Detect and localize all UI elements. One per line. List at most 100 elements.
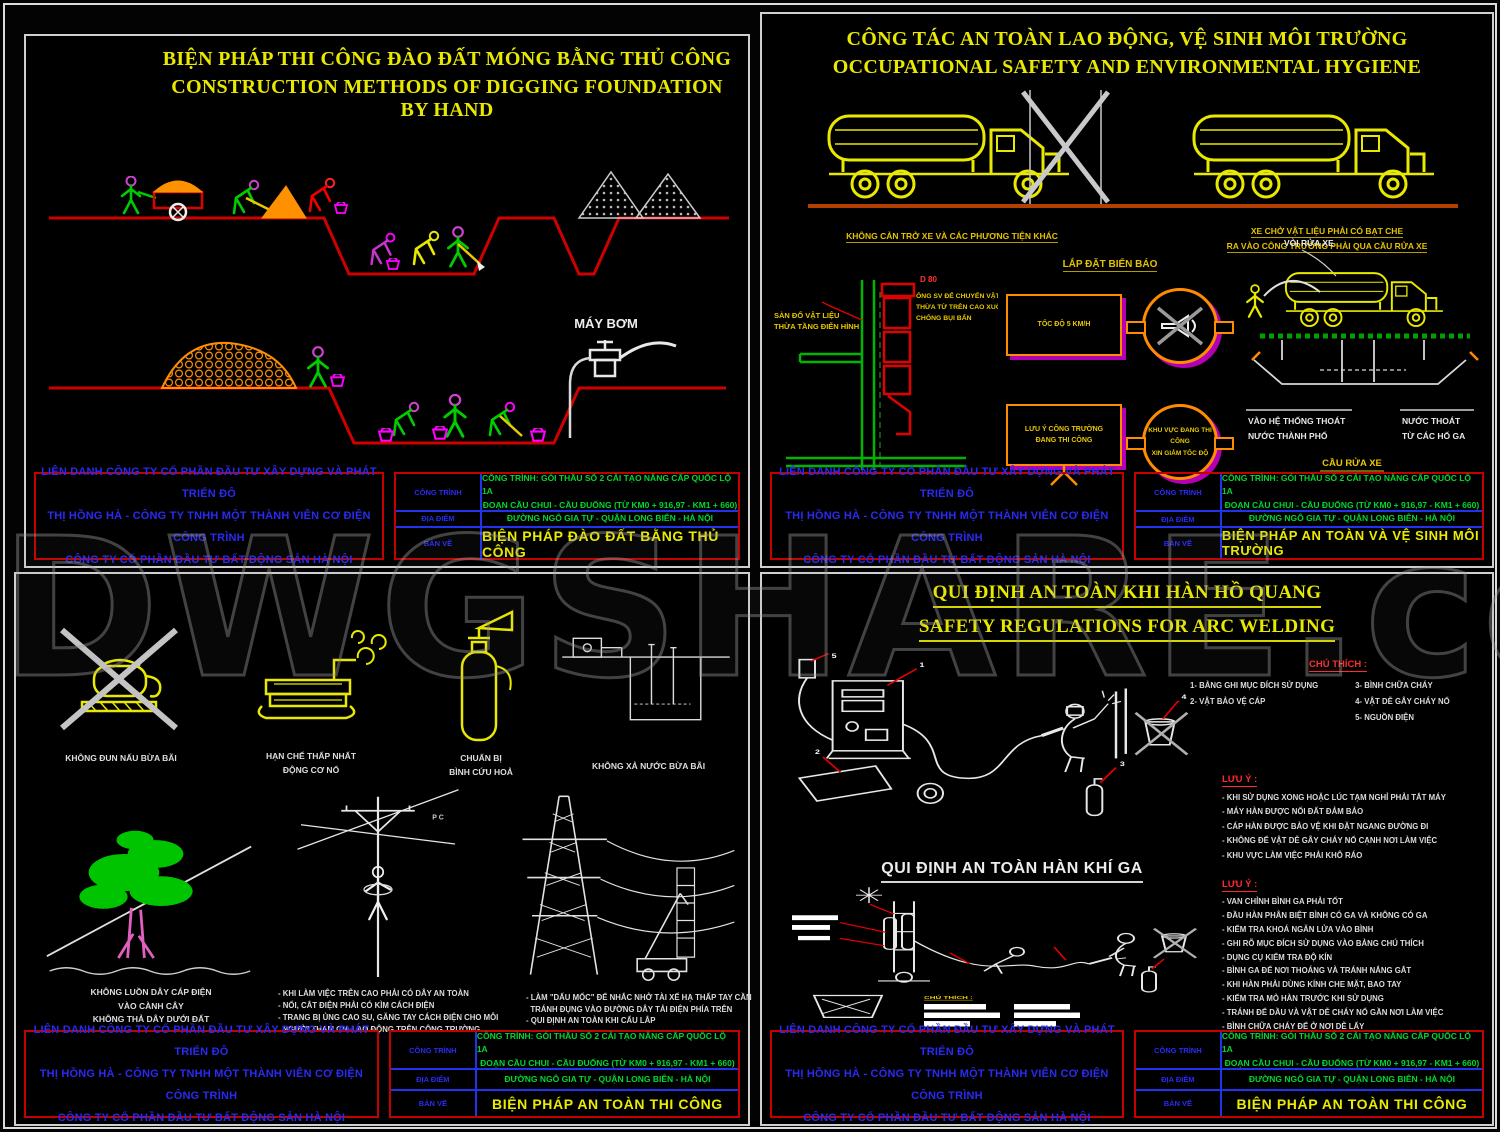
arc-notes: - KHI SỬ DỤNG XONG HOẶC LÚC TẠM NGHỈ PHẢ… [1222,791,1487,863]
drain-left-2: NƯỚC THÀNH PHỐ [1248,430,1328,441]
company-box: LIÊN DANH CÔNG TY CỔ PHẦN ĐẦU TƯ XÂY DỰN… [24,1024,379,1124]
title-block: LIÊN DANH CÔNG TY CỔ PHẦN ĐẦU TƯ XÂY DỰN… [34,466,740,566]
panel-welding-safety: QUI ĐỊNH AN TOÀN KHI HÀN HỒ QUANG SAFETY… [760,572,1494,1126]
drawing-info-box: CÔNG TRÌNH CÔNG TRÌNH: GÓI THẦU SỐ 2 CẢI… [1133,472,1484,560]
signs-heading: LẮP ĐẶT BIỂN BÁO [1062,259,1158,272]
drawing-title: BIỆN PHÁP ĐÀO ĐẤT BẰNG THỦ CÔNG [481,527,719,560]
company-line: CÔNG TY CỔ PHẦN ĐẦU TƯ BẤT ĐỘNG SẢN HÀ N… [803,1112,1091,1124]
prohibition-x-icon [1021,90,1110,204]
project-name: CÔNG TRÌNH: GÓI THẦU SỐ 2 CẢI TẠO NÂNG C… [476,1030,727,1055]
wheel-wash-detail: VÒI RỬA XE VÀO HỆ THỐNG THOÁT NƯỚC THÀNH… [1246,237,1479,472]
field-label: ĐỊA ĐIỂM [396,512,482,526]
utility-pole-illustration: P C [297,789,459,977]
panel1-title-vi: BIỆN PHÁP THI CÔNG ĐÀO ĐẤT MÓNG BẰNG THỦ… [162,48,732,70]
worker-shoveling [232,179,307,219]
note-line: - VAN CHỈNH BÌNH GA PHẢI TỐT [1222,897,1343,906]
drawing-info-box: CÔNG TRÌNH CÔNG TRÌNH: GÓI THẦU SỐ 2 CẢI… [1133,1030,1484,1118]
pump-label: MÁY BƠM [574,316,638,331]
project-location: ĐƯỜNG NGÔ GIA TỰ - QUẬN LONG BIÊN - HÀ N… [1248,513,1455,524]
drain-labels: VÀO HỆ THỐNG THOÁT NƯỚC THÀNH PHỐ NƯỚC T… [1246,409,1474,441]
worker-pulling-cart [120,176,204,222]
notes-heading: LƯU Ý : [1222,774,1258,787]
panel2-title-vi: CÔNG TÁC AN TOÀN LAO ĐỘNG, VỆ SINH MÔI T… [846,28,1408,50]
project-location: ĐƯỜNG NGÔ GIA TỰ - QUẬN LONG BIÊN - HÀ N… [504,1073,711,1084]
bucket [334,202,348,214]
lineman-figure [363,865,393,921]
company-box: LIÊN DANH CÔNG TY CỔ PHẦN ĐẦU TƯ XÂY DỰN… [770,466,1124,566]
fire-extinguisher-icon [460,610,514,742]
field-label: CÔNG TRÌNH [391,1032,477,1068]
tree-canopy [79,830,193,909]
horn-prohibition-icon [1156,306,1204,346]
panel4-title-en-wrap: SAFETY REGULATIONS FOR ARC WELDING [762,616,1492,642]
legend-heading: CHÚ THÍCH : [1308,659,1368,672]
legend-item: 2- VẬT BẢO VỆ CÁP [1190,696,1266,706]
title-block: LIÊN DANH CÔNG TY CỔ PHẦN ĐẦU TƯ XÂY DỰN… [770,466,1484,566]
arc-welding-illustration: 1 2 3 4 5 [797,652,1189,817]
title-block: LIÊN DANH CÔNG TY CỔ PHẦN ĐẦU TƯ XÂY DỰN… [770,1024,1484,1124]
drain-left-1: VÀO HỆ THỐNG THOÁT [1248,415,1346,426]
drain-right-2: TỪ CÁC HỐ GA [1402,430,1465,441]
note-line: NGƯỜI THAM GIA LAO ĐỘNG TRÊN CÔNG TRƯỜNG [278,1025,481,1035]
chute-left-label-1: SÀN ĐỔ VẬT LIỆU [774,311,839,320]
field-label: BẢN VẼ [1136,1091,1222,1116]
field-label: CÔNG TRÌNH [1136,474,1222,510]
truck-on-wash [1284,272,1444,328]
company-line: THỊ HỒNG HÀ - CÔNG TY TNHH MỘT THÀNH VIÊ… [785,1068,1109,1102]
ground-line-2 [49,386,726,445]
drawing-info-box: CÔNG TRÌNH CÔNG TRÌNH: GÓI THẦU SỐ 2 CẢI… [388,1030,740,1118]
project-name: CÔNG TRÌNH: GÓI THẦU SỐ 2 CẢI TẠO NÂNG C… [481,472,732,497]
field-label: BẢN VẼ [391,1091,477,1116]
field-label: ĐỊA ĐIỂM [1136,512,1222,526]
company-line: LIÊN DANH CÔNG TY CỔ PHẦN ĐẦU TƯ XÂY DỰN… [33,1024,370,1058]
no-cooking-caption: KHÔNG ĐUN NẤU BỪA BÃI [65,753,177,763]
project-name-2: ĐOẠN CẦU CHUI - CẦU ĐUỐNG (TỪ KM0 + 916,… [1224,499,1480,510]
water-pump [568,340,677,438]
note-line: - NỐI, CẮT ĐIỆN PHẢI CÓ KÌM CÁCH ĐIỆN [278,1001,435,1011]
chute-right-label-3: CHỐNG BỤI BẨN [916,312,972,322]
svg-text:1: 1 [920,661,926,669]
gas-legend-bars [924,1004,1080,1027]
pole-wire-label: P C [432,815,444,822]
washer-figure [1246,279,1321,318]
truck-right-caption: XE CHỞ VẬT LIỆU PHẢI CÓ BẠT CHE RA VÀO C… [1226,226,1428,254]
truck-left-caption: KHÔNG CẢN TRỞ XE VÀ CÁC PHƯƠNG TIỆN KHÁC [846,231,1058,243]
chute-right-label-2: THỪA TỪ TRÊN CAO XUỐNG [916,301,998,311]
title-block: LIÊN DANH CÔNG TY CỔ PHẦN ĐẦU TƯ XÂY DỰN… [24,1024,740,1124]
arc-notes-block: LƯU Ý : - KHI SỬ DỤNG XONG HOẶC LÚC TẠM … [1222,769,1487,863]
ground-squiggle [49,967,251,975]
prohibition-x-icon [1152,928,1198,959]
note-line: - KHÔNG ĐỂ VẬT DỄ GÂY CHÁY NỔ CẠNH NƠI L… [1222,836,1438,846]
note-line: TRÁNH ĐỤNG VÀO ĐƯỜNG DÂY TẢI ĐIỆN PHÍA T… [526,1004,733,1014]
company-line: LIÊN DANH CÔNG TY CỔ PHẦN ĐẦU TƯ XÂY DỰN… [779,466,1115,500]
gas-legend-heading: CHÚ THÍCH : [924,994,973,1001]
company-line: LIÊN DANH CÔNG TY CỔ PHẦN ĐẦU TƯ XÂY DỰN… [41,466,377,500]
tower-notes: - LÀM "DẤU MỐC" ĐỂ NHẮC NHỞ TÀI XẾ HẠ TH… [526,992,756,1027]
note-line: - BÌNH CHỮA CHÁY ĐỂ Ở NƠI DỄ LẤY [1222,1021,1365,1031]
note-line: - KIỂM TRA MỎ HÀN TRƯỚC KHI SỬ DỤNG [1222,994,1384,1004]
gas-welding-heading: QUI ĐỊNH AN TOÀN HÀN KHÍ GA [881,860,1143,883]
company-line: CÔNG TY CỔ PHẦN ĐẦU TƯ BẤT ĐỘNG SẢN HÀ N… [803,554,1091,566]
legend-item: 5- NGUỒN ĐIỆN [1355,712,1415,722]
gas-welding-illustration: CHÚ THÍCH : [792,887,1198,1027]
structure-lines [786,280,966,470]
company-line: THỊ HỒNG HÀ - CÔNG TY TNHH MỘT THÀNH VIÊ… [785,510,1109,544]
project-name: CÔNG TRÌNH: GÓI THẦU SỐ 2 CẢI TẠO NÂNG C… [1221,472,1472,497]
note-line: - QUI ĐỊNH AN TOÀN KHI CẨU LẮP [526,1016,656,1026]
transmission-tower-illustration [522,795,735,982]
gas-notes-heading: LƯU Ý : [1222,879,1258,892]
field-label: BẢN VẼ [396,527,482,560]
company-box: LIÊN DANH CÔNG TY CỔ PHẦN ĐẦU TƯ XÂY DỰN… [34,466,384,566]
arc-legend: CHÚ THÍCH : 1- BẢNG GHI MỤC ĐÍCH SỬ DỤNG… [1190,654,1486,726]
project-name-2: ĐOẠN CẦU CHUI - CẦU ĐUỐNG (TỪ KM0 + 916,… [482,499,738,510]
field-label: CÔNG TRÌNH [1136,1032,1222,1068]
note-line: - KHI HÀN PHẢI DÙNG KÍNH CHE MẶT, BAO TA… [1222,980,1402,990]
soil-mound [160,341,298,389]
truck-blocked [827,114,1071,199]
